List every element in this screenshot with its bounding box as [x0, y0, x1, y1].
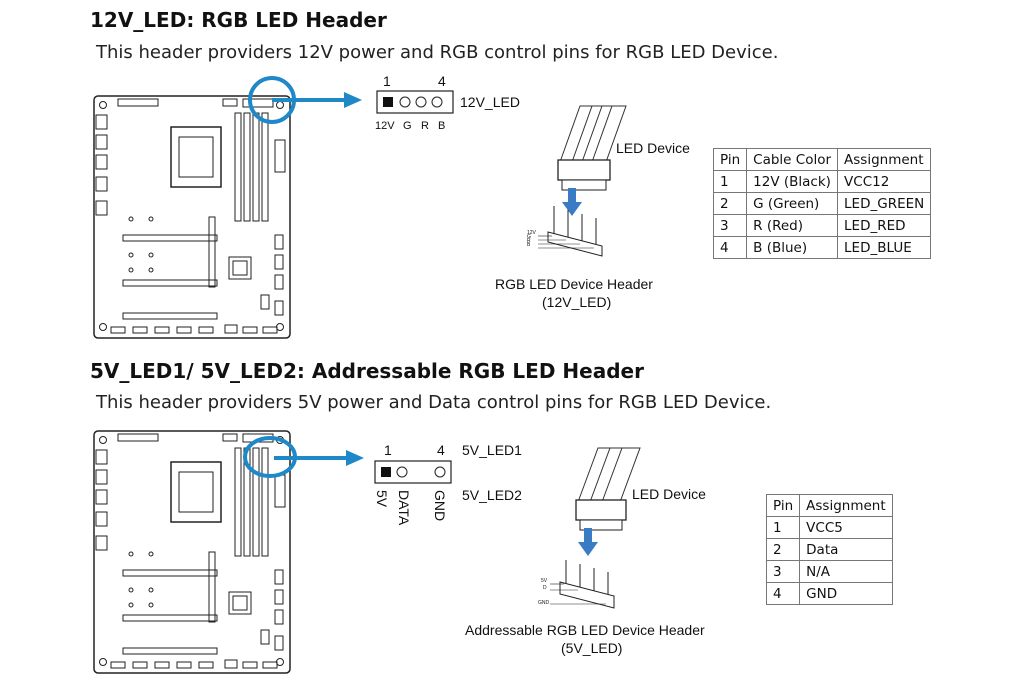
- connector-pin-label-5v: 5V: [541, 578, 548, 584]
- pin-number-last-2: 4: [437, 442, 445, 458]
- table-cell: N/A: [799, 560, 893, 583]
- pin-assignment-table-2: Pin Assignment 1 VCC5 2 Data 3 N/A 4 GND: [765, 494, 893, 605]
- connector-pin-label-gnd: GND: [538, 600, 550, 606]
- table-cell: R (Red): [746, 214, 839, 237]
- pin-label-r: R: [421, 120, 429, 132]
- section1-title: 12V_LED: RGB LED Header: [90, 8, 387, 32]
- led-device-label-1: LED Device: [616, 140, 690, 156]
- motherboard-diagram-2: [93, 430, 291, 674]
- table-header: Assignment: [799, 494, 893, 517]
- table-cell: 3: [765, 560, 801, 583]
- pointer-arrow-2: [274, 450, 364, 466]
- table-row: 4 B (Blue) LED_BLUE: [712, 236, 932, 259]
- table-cell: B (Blue): [746, 236, 839, 259]
- table-header-row: Pin Cable Color Assignment: [712, 148, 932, 171]
- pin-label-5v: 5V: [374, 490, 390, 508]
- table-row: 4 GND: [765, 582, 893, 605]
- table-header: Pin: [712, 148, 748, 171]
- table-header: Pin: [765, 494, 801, 517]
- table-row: 2 Data: [765, 538, 893, 561]
- connector-pin-labels-1: 12V G R B: [527, 230, 536, 248]
- table-cell: 2: [765, 538, 801, 561]
- pin-label-data: DATA: [396, 490, 412, 526]
- pin-number-first: 1: [383, 73, 391, 89]
- table-cell: GND: [799, 582, 893, 605]
- pin-label-12v: 12V: [375, 120, 395, 132]
- table-cell: LED_GREEN: [837, 192, 932, 215]
- table-cell: VCC5: [799, 516, 893, 539]
- table-cell: 1: [765, 516, 801, 539]
- led-device-connector-2: [550, 447, 641, 609]
- pin-label-b: B: [438, 120, 446, 132]
- motherboard-diagram-1: [93, 95, 291, 339]
- table-row: 3 R (Red) LED_RED: [712, 214, 932, 237]
- table-header: Cable Color: [746, 148, 839, 171]
- header-name-5v-led2: 5V_LED2: [462, 487, 522, 503]
- connector-pin-label-d: D: [543, 585, 547, 591]
- pin-number-last: 4: [438, 73, 446, 89]
- pin-label-g: G: [403, 120, 412, 132]
- table-cell: G (Green): [746, 192, 839, 215]
- table-cell: LED_RED: [837, 214, 932, 237]
- table-cell: 1: [712, 170, 748, 193]
- pin-number-first-2: 1: [384, 442, 392, 458]
- led-device-label-2: LED Device: [632, 486, 706, 502]
- table-row: 1 VCC5: [765, 516, 893, 539]
- caption-2-line1: Addressable RGB LED Device Header: [465, 622, 705, 638]
- table-header-row: Pin Assignment: [765, 494, 893, 517]
- pin-assignment-table-1: Pin Cable Color Assignment 1 12V (Black)…: [712, 148, 932, 259]
- table-cell: 4: [712, 236, 748, 259]
- header-name: 12V_LED: [460, 94, 520, 110]
- caption-1-line1: RGB LED Device Header: [495, 276, 653, 292]
- table-cell: 12V (Black): [746, 170, 839, 193]
- pointer-arrow-1: [272, 92, 362, 108]
- section2-description: This header providers 5V power and Data …: [96, 392, 772, 413]
- table-cell: 3: [712, 214, 748, 237]
- section2-title: 5V_LED1/ 5V_LED2: Addressable RGB LED He…: [90, 359, 644, 383]
- header-name-5v-led1: 5V_LED1: [462, 442, 522, 458]
- table-cell: VCC12: [837, 170, 932, 193]
- section1-description: This header providers 12V power and RGB …: [96, 42, 779, 63]
- table-cell: LED_BLUE: [837, 236, 932, 259]
- pin-header-12v-icon: [376, 90, 454, 114]
- table-cell: Data: [799, 538, 893, 561]
- table-row: 3 N/A: [765, 560, 893, 583]
- caption-1-line2: (12V_LED): [542, 294, 612, 310]
- table-cell: 4: [765, 582, 801, 605]
- pin-label-gnd: GND: [432, 490, 448, 522]
- pin-header-5v-icon: [374, 460, 452, 484]
- led-device-connector-1: [538, 105, 627, 257]
- table-row: 1 12V (Black) VCC12: [712, 170, 932, 193]
- caption-2-line2: (5V_LED): [561, 640, 623, 656]
- table-header: Assignment: [837, 148, 932, 171]
- table-cell: 2: [712, 192, 748, 215]
- table-row: 2 G (Green) LED_GREEN: [712, 192, 932, 215]
